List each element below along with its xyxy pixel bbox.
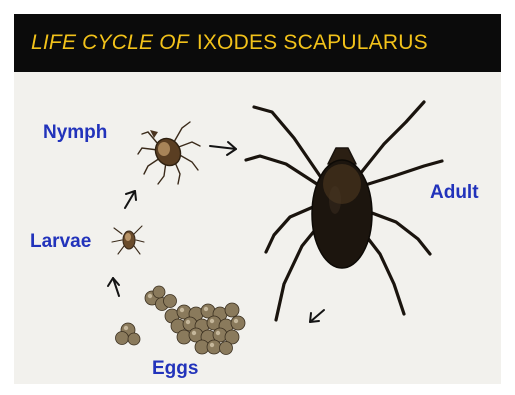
- eggs-image: [116, 286, 246, 355]
- larva-tick-image: [112, 226, 144, 254]
- life-cycle-diagram: [14, 14, 501, 384]
- stage-label-adult: Adult: [430, 182, 479, 204]
- arrow-adult-to-eggs: [310, 310, 324, 322]
- stage-label-nymph: Nymph: [43, 122, 107, 144]
- nymph-tick-image: [138, 122, 200, 184]
- arrow-eggs-to-larvae: [108, 278, 119, 296]
- adult-tick-image: [246, 102, 442, 320]
- stage-label-larvae: Larvae: [30, 231, 91, 253]
- arrow-larvae-to-nymph: [125, 191, 136, 208]
- arrow-nymph-to-adult: [210, 142, 236, 155]
- stage-label-eggs: Eggs: [152, 358, 198, 380]
